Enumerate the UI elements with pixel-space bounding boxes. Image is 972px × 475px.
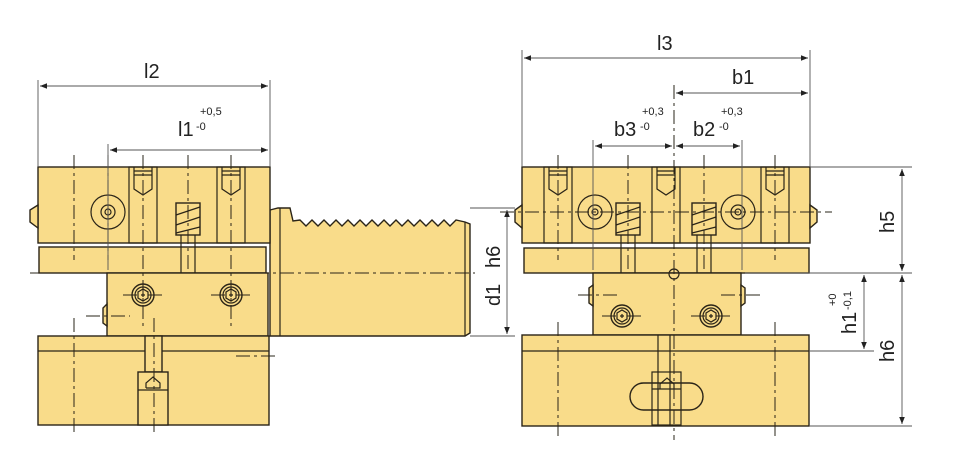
dim-l1-upper: +0,5 (200, 106, 222, 118)
dim-l3: l3 (657, 33, 673, 55)
middle-block (106, 272, 269, 337)
dim-h6-right: h6 (877, 340, 899, 362)
dim-h1-lower: -0,1 (842, 291, 854, 310)
base-strip (38, 246, 267, 274)
bottom-block-front (521, 334, 810, 427)
dim-b3-upper: +0,3 (642, 106, 664, 118)
shank (269, 207, 471, 337)
dim-b2-lower: -0 (719, 121, 729, 133)
dim-h6-left: h6 (483, 246, 505, 268)
dim-l1: l1 (178, 119, 194, 141)
dimensions: l2 l1 -0 +0,5 l3 b1 b3 -0 +0,3 b2 -0 +0,… (37, 33, 912, 427)
side-view (29, 155, 475, 432)
dim-b3: b3 (614, 119, 636, 141)
middle-block-front (592, 272, 742, 336)
dim-b2: b2 (693, 119, 715, 141)
top-block (37, 166, 271, 244)
dim-b1: b1 (732, 67, 754, 89)
dim-h5: h5 (877, 211, 899, 233)
dim-b2-upper: +0,3 (721, 106, 743, 118)
dim-l1-lower: -0 (196, 121, 206, 133)
dim-b3-lower: -0 (640, 121, 650, 133)
top-block-front (521, 166, 811, 244)
dim-l2: l2 (144, 61, 160, 83)
dim-h1: h1 (839, 312, 861, 334)
dim-h1-upper: +0 (827, 293, 839, 306)
base-strip-front (523, 247, 810, 274)
front-view (500, 85, 832, 440)
dim-d1: d1 (483, 284, 505, 306)
